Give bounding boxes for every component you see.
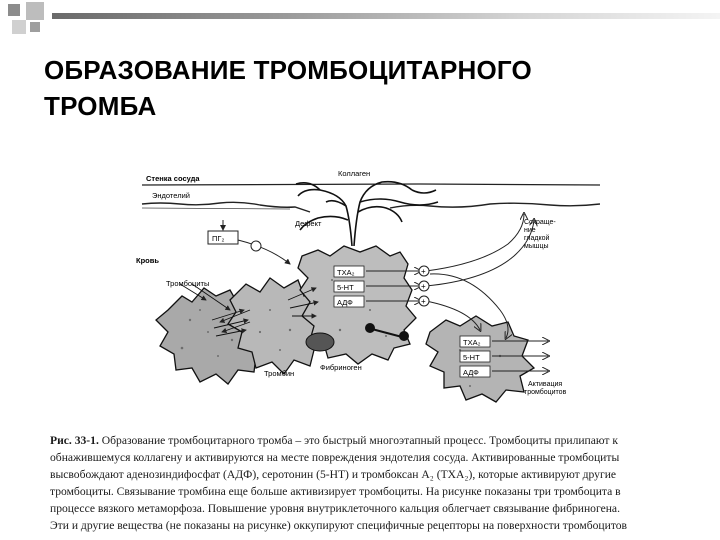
- ht5-box-right: [459, 350, 491, 363]
- label-activation-1: Активация: [528, 381, 562, 388]
- caption-line-4: тромбоциты. Связывание тромбина еще боль…: [50, 485, 621, 498]
- label-adp: АДФ: [337, 298, 353, 307]
- smooth-muscle-line-3: гладкой: [524, 234, 549, 242]
- deco-square-4: [30, 22, 40, 32]
- fibrinogen-bridge: [365, 323, 409, 341]
- figure-caption: Рис. 33-1. Образование тромбоцитарного т…: [50, 432, 682, 534]
- plus-sign-2: +: [421, 282, 426, 291]
- label-txa2: TXA₂: [337, 268, 355, 277]
- pgi2-inhibit-node: [250, 240, 262, 252]
- plus-node-3: [418, 295, 430, 307]
- smooth-muscle-line-1: Сокраще-: [524, 219, 556, 226]
- caption-line-5: процессе вязкого метаморфоза. Повышение …: [50, 502, 620, 515]
- adp-box-right: [459, 365, 491, 378]
- caption-line-1: Рис. 33-1. Образование тромбоцитарного т…: [50, 432, 682, 449]
- label-pgi2: ПГ₂: [212, 234, 224, 243]
- decorative-squares: [0, 0, 80, 40]
- deco-square-3: [12, 20, 26, 34]
- caption-line-3: высвобождают аденозиндифосфат (АДФ), сер…: [50, 468, 617, 481]
- label-5ht-right: 5-НТ: [463, 353, 480, 362]
- caption-line-2: обнажившемуся коллагену и активируются н…: [50, 451, 620, 464]
- thrombus-diagram: Стенка сосуда Эндотелий Коллаген Дефект …: [120, 160, 601, 422]
- label-activation-2: тромбоцитов: [524, 388, 567, 396]
- smooth-muscle-line-4: мышцы: [524, 243, 549, 250]
- right-mediator-arrows: [492, 341, 548, 371]
- txa2-box: [333, 265, 365, 278]
- vessel-bottom-line: [141, 207, 291, 210]
- slide-title: ОБРАЗОВАНИЕ ТРОМБОЦИТАРНОГО ТРОМБА: [44, 52, 684, 124]
- label-platelets: Тромбоциты: [166, 279, 209, 288]
- label-vessel-wall: Стенка сосуда: [146, 174, 200, 183]
- caption-line-6: Эти и другие вещества (не показаны на ри…: [50, 519, 627, 532]
- caption-line-1-text: Образование тромбоцитарного тромба – это…: [98, 434, 619, 447]
- label-endothelium: Эндотелий: [152, 191, 190, 200]
- slide-title-line-2: ТРОМБА: [44, 91, 157, 121]
- smooth-muscle-label: Сокраще- ние гладкой мышцы: [524, 219, 556, 250]
- txa2-box-right: [459, 335, 491, 348]
- ht5-box: [333, 280, 365, 293]
- thrombus-diagram-svg: Стенка сосуда Эндотелий Коллаген Дефект …: [136, 169, 601, 403]
- label-blood: Кровь: [136, 256, 159, 265]
- deco-square-1: [8, 4, 20, 16]
- label-5ht: 5-НТ: [337, 283, 354, 292]
- deco-square-2: [26, 2, 44, 20]
- label-thrombin: Тромбин: [264, 369, 294, 378]
- label-collagen: Коллаген: [338, 169, 370, 178]
- label-defect: Дефект: [295, 219, 322, 228]
- plus-node-1: [418, 265, 430, 277]
- release-arrows: [179, 283, 319, 337]
- label-fibrinogen: Фибриноген: [320, 363, 362, 372]
- label-txa2-right: TXA₂: [463, 338, 481, 347]
- header-rule: [52, 13, 720, 19]
- label-adp-right: АДФ: [463, 368, 479, 377]
- thrombin-ellipse: [305, 332, 335, 352]
- pgi2-to-platelet-arrow: [237, 239, 291, 265]
- pgi2-box: [207, 230, 239, 245]
- slide-title-line-1: ОБРАЗОВАНИЕ ТРОМБОЦИТАРНОГО: [44, 55, 532, 85]
- plus-node-2: [418, 280, 430, 292]
- caption-lead: Рис. 33-1.: [50, 434, 99, 447]
- mediator-arrows: [366, 214, 534, 338]
- smooth-muscle-line-2: ние: [524, 227, 536, 234]
- plus-sign-1: +: [421, 267, 426, 276]
- collagen-fibers: [295, 180, 439, 247]
- vessel-wall-line: [141, 183, 601, 186]
- adp-box: [333, 295, 365, 308]
- plus-sign-3: +: [421, 297, 426, 306]
